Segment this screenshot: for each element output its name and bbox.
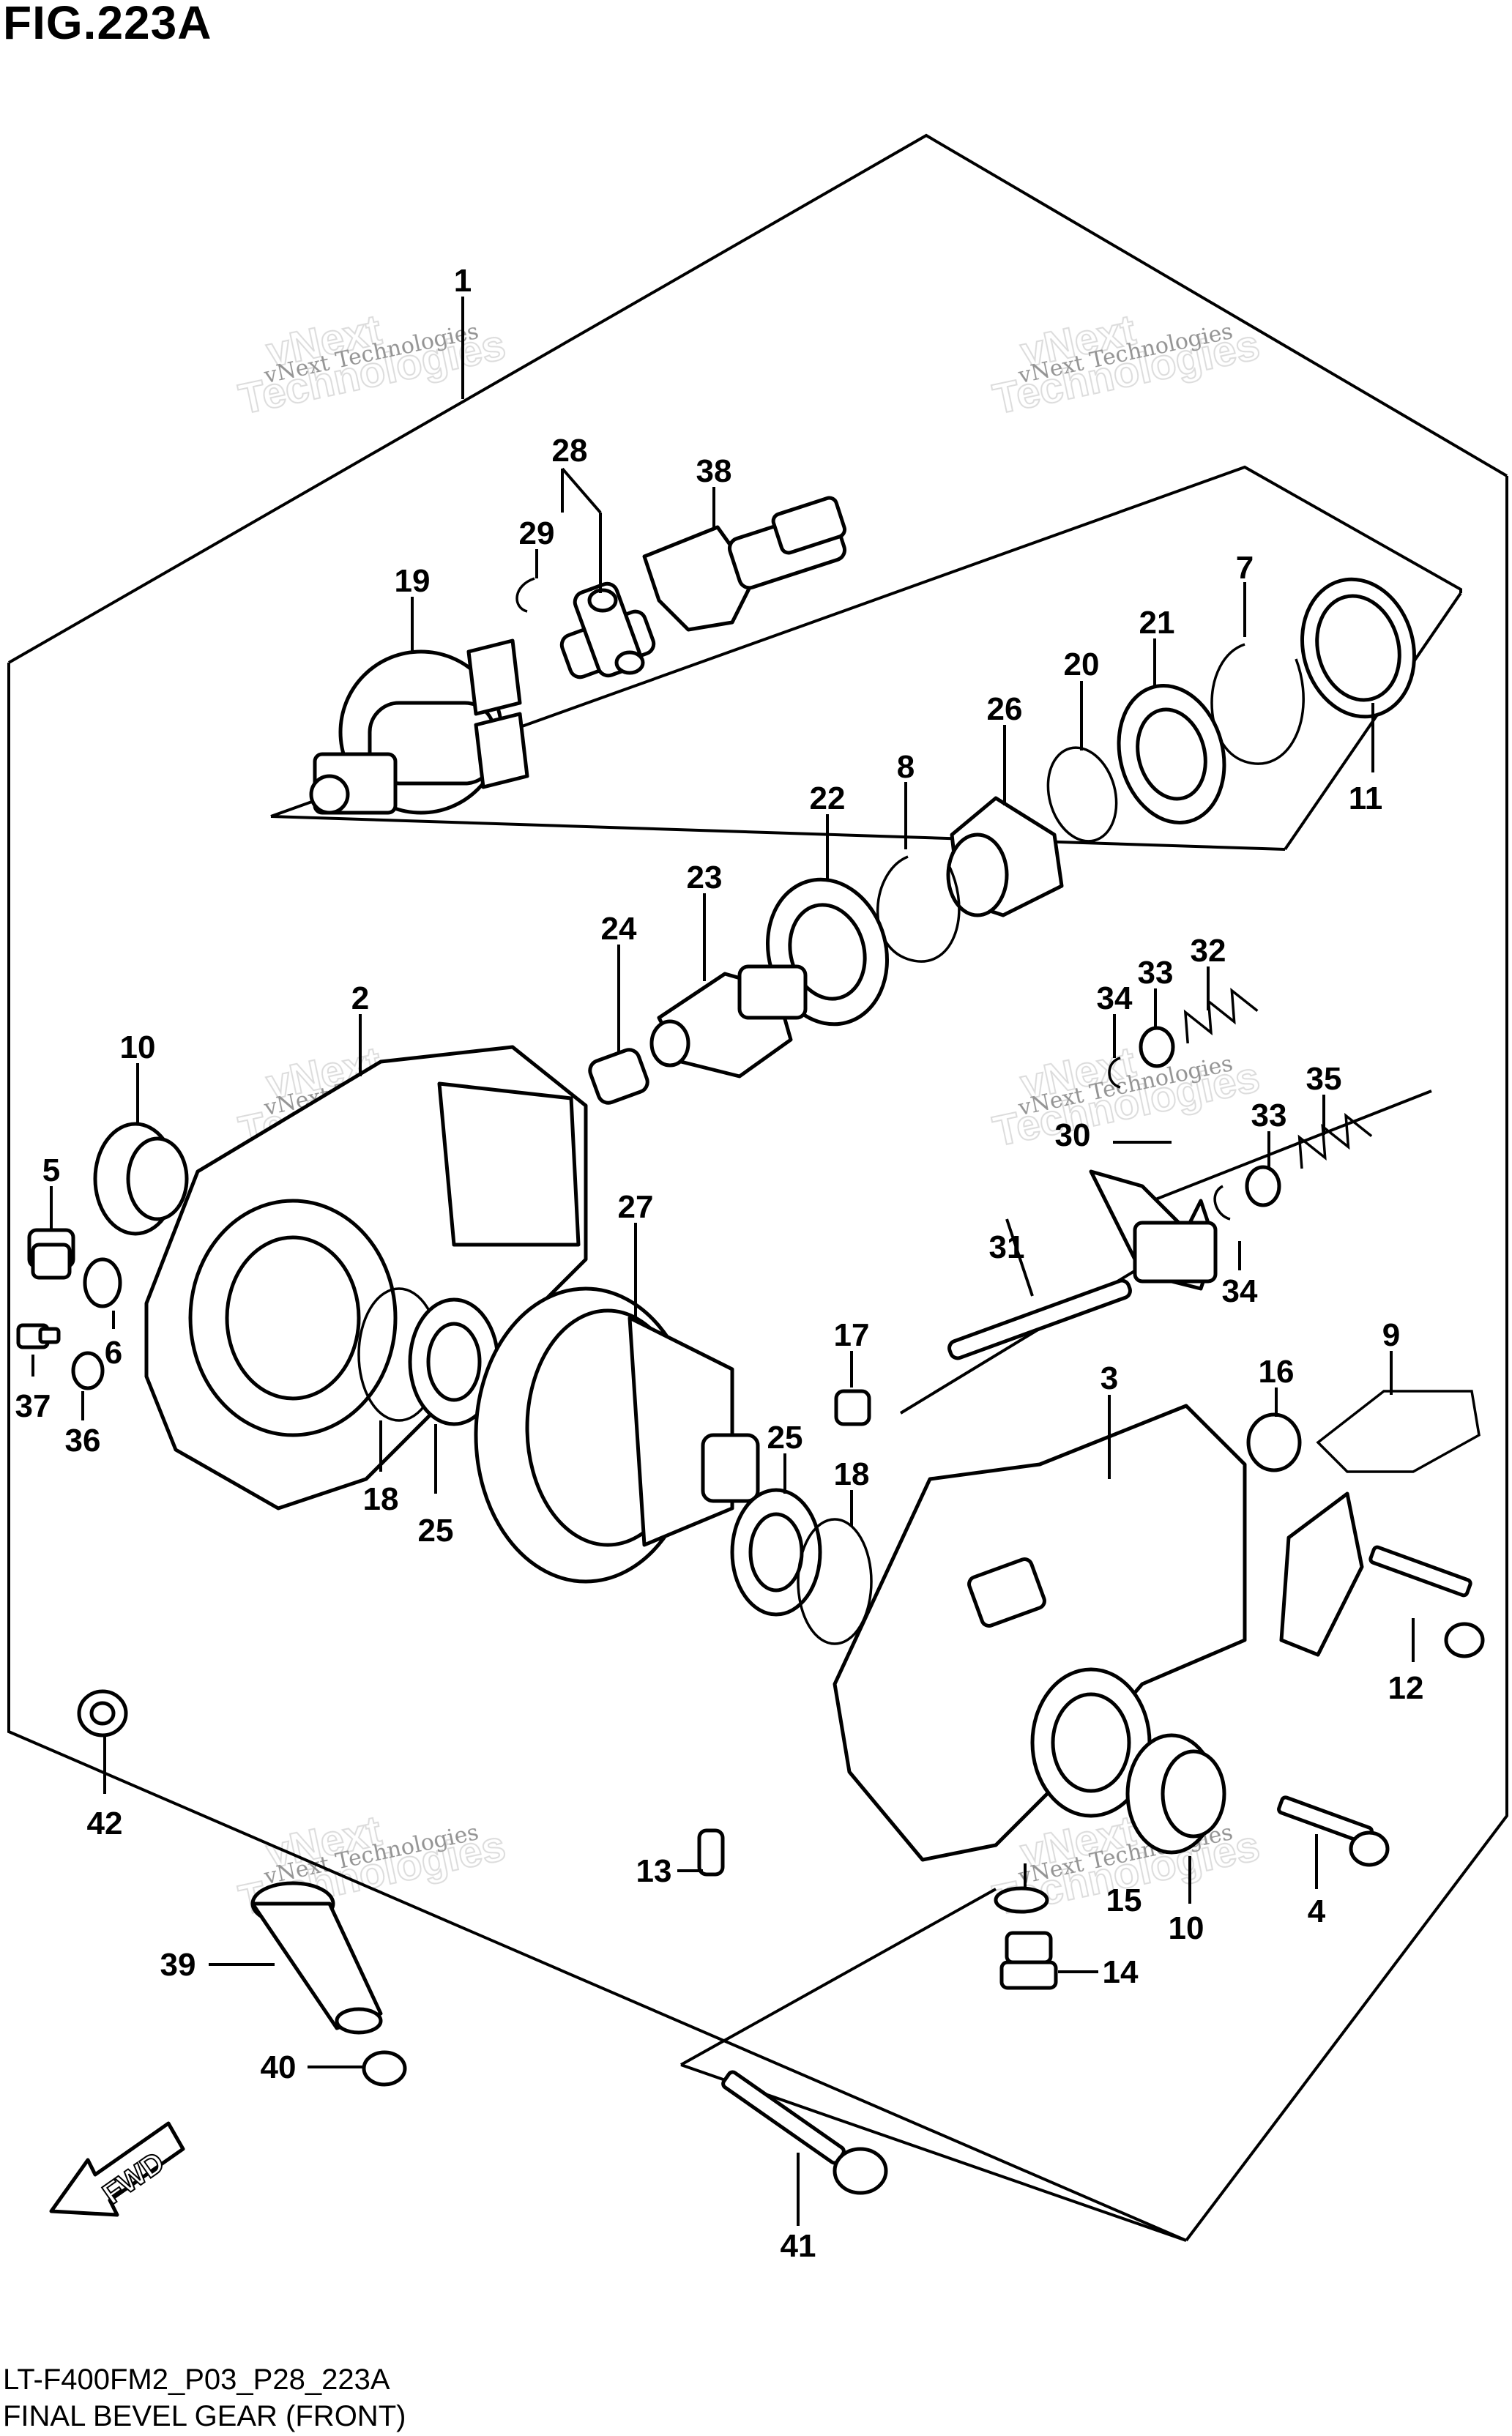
part-2-gear-case	[144, 1045, 588, 1511]
part-label-23[interactable]: 23	[687, 860, 723, 895]
part-23-bevel-pinion	[649, 964, 808, 1079]
part-12-bolt	[1368, 1545, 1485, 1658]
part-label-28[interactable]: 28	[552, 433, 588, 469]
part-label-37[interactable]: 37	[15, 1388, 51, 1424]
part-label-33-upper[interactable]: 33	[1138, 955, 1174, 991]
figure-title: FIG.223A	[3, 0, 212, 49]
part-30-shift-fork	[1089, 1169, 1218, 1291]
part-label-18-right[interactable]: 18	[834, 1456, 870, 1492]
part-41-bolt	[721, 2070, 888, 2195]
part-42-nut	[77, 1689, 128, 1737]
part-11-oil-seal	[1300, 577, 1417, 719]
part-label-30[interactable]: 30	[1055, 1117, 1091, 1153]
part-28-universal-joint	[559, 581, 656, 679]
part-label-14[interactable]: 14	[1103, 1954, 1139, 1990]
part-label-3[interactable]: 3	[1101, 1360, 1118, 1396]
part-label-33-lower[interactable]: 33	[1251, 1098, 1287, 1133]
part-19-output-flange	[309, 638, 529, 815]
part-label-10-left[interactable]: 10	[120, 1029, 156, 1065]
part-label-12[interactable]: 12	[1388, 1670, 1424, 1706]
leader-lines	[31, 297, 1415, 2226]
part-5-plug	[27, 1228, 75, 1280]
part-label-35[interactable]: 35	[1306, 1061, 1342, 1097]
part-20-circlip	[1046, 746, 1118, 843]
part-15-gasket	[994, 1886, 1049, 1914]
part-label-10-right[interactable]: 10	[1169, 1910, 1204, 1946]
part-label-25-left[interactable]: 25	[418, 1513, 454, 1549]
model-code: LT-F400FM2_P03_P28_223A	[3, 2364, 390, 2396]
part-34-circlip-upper	[1108, 1057, 1121, 1089]
part-label-29[interactable]: 29	[519, 515, 555, 551]
part-24-needle-bearing	[588, 1048, 649, 1105]
part-38-yoke-shaft	[642, 496, 847, 632]
part-label-8[interactable]: 8	[897, 749, 915, 785]
part-label-6[interactable]: 6	[105, 1335, 122, 1371]
part-label-32[interactable]: 32	[1191, 933, 1226, 969]
part-8-circlip	[876, 855, 961, 963]
part-36-washer	[71, 1351, 105, 1390]
part-16-grommet	[1246, 1412, 1302, 1472]
part-label-34-lower[interactable]: 34	[1222, 1273, 1258, 1309]
part-9-breather-bracket	[1279, 1390, 1481, 1657]
part-label-1[interactable]: 1	[454, 263, 472, 299]
part-7-circlip	[1210, 643, 1305, 765]
part-label-15[interactable]: 15	[1106, 1882, 1142, 1918]
part-21-bearing	[1117, 683, 1226, 825]
part-40-clamp	[362, 2050, 407, 2087]
part-32-spring	[1183, 987, 1259, 1044]
part-34-circlip-lower	[1213, 1185, 1231, 1221]
part-29-circlip	[515, 577, 535, 613]
part-10-oil-seal-left	[93, 1122, 189, 1236]
part-label-21[interactable]: 21	[1139, 605, 1175, 641]
part-27-differential-ring-gear	[474, 1286, 760, 1584]
part-label-41[interactable]: 41	[781, 2228, 816, 2264]
part-label-26[interactable]: 26	[987, 691, 1023, 727]
part-26-bushing	[946, 796, 1064, 917]
part-label-19[interactable]: 19	[395, 563, 431, 599]
part-6-gasket	[83, 1257, 122, 1308]
part-label-36[interactable]: 36	[65, 1423, 101, 1459]
part-label-20[interactable]: 20	[1064, 647, 1100, 682]
part-label-31[interactable]: 31	[989, 1229, 1025, 1265]
forward-direction-arrow: FWD	[49, 2121, 185, 2217]
part-33-washer-lower	[1245, 1165, 1281, 1207]
part-label-9[interactable]: 9	[1382, 1317, 1400, 1353]
part-33-washer-upper	[1139, 1026, 1175, 1068]
part-label-5[interactable]: 5	[42, 1152, 60, 1188]
part-label-16[interactable]: 16	[1259, 1354, 1295, 1390]
figure-caption: FINAL BEVEL GEAR (FRONT)	[3, 2400, 406, 2432]
part-18-shim-right	[797, 1518, 873, 1645]
part-label-39[interactable]: 39	[160, 1947, 196, 1983]
part-label-22[interactable]: 22	[810, 781, 846, 816]
part-4-bolt	[1277, 1795, 1390, 1867]
part-label-25-right[interactable]: 25	[767, 1420, 803, 1456]
assembly-outline	[7, 133, 1508, 2242]
part-label-11[interactable]: 11	[1349, 781, 1383, 816]
part-31-shift-shaft	[947, 1278, 1132, 1360]
part-label-4[interactable]: 4	[1308, 1893, 1326, 1929]
part-label-38[interactable]: 38	[696, 453, 732, 489]
part-label-42[interactable]: 42	[87, 1806, 123, 1841]
part-13-dowel-pin	[697, 1828, 725, 1877]
part-10-oil-seal-right	[1125, 1733, 1226, 1855]
part-25-bearing-left	[408, 1297, 500, 1426]
part-label-2[interactable]: 2	[351, 980, 369, 1016]
part-labels: 1 2 3 4 5 6 7 8 9 10 10 10 11 12 13 14 1…	[15, 263, 1424, 2264]
part-label-34-upper[interactable]: 34	[1097, 980, 1133, 1016]
part-14-drain-plug	[999, 1931, 1058, 1990]
part-25-bearing-right	[730, 1488, 822, 1617]
part-label-7[interactable]: 7	[1236, 550, 1254, 586]
part-17-dowel-pin	[834, 1389, 871, 1426]
part-label-13[interactable]: 13	[636, 1853, 672, 1889]
part-37-bolt	[16, 1323, 61, 1349]
part-label-27[interactable]: 27	[618, 1189, 654, 1225]
part-label-17[interactable]: 17	[834, 1317, 870, 1353]
part-label-24[interactable]: 24	[601, 911, 637, 947]
part-39-boot	[250, 1881, 383, 2035]
part-label-40[interactable]: 40	[261, 2049, 297, 2085]
part-label-18-left[interactable]: 18	[363, 1481, 399, 1517]
